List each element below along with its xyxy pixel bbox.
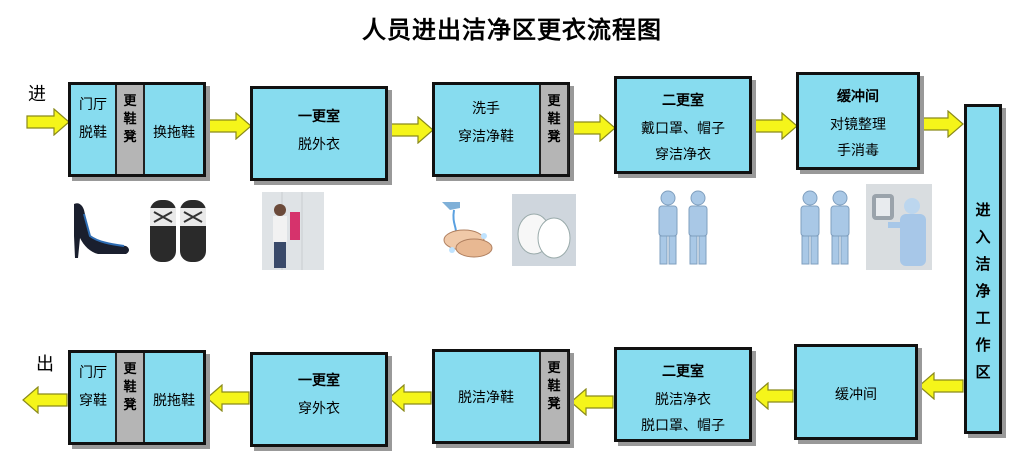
remove-mask-cap-label: 脱口罩、帽子: [641, 418, 725, 434]
hand-sanitizer-icon: [866, 184, 932, 270]
first-change-room-title: 一更室: [298, 109, 340, 125]
cleanroom-suit-icon: [790, 186, 862, 268]
wear-shoes-label: 穿鞋: [79, 393, 107, 409]
person-undressing-icon: [262, 192, 324, 270]
arrow-left-icon: [570, 388, 614, 416]
lobby-exit-box: 门厅 穿鞋 更 鞋 凳 脱拖鞋: [68, 350, 206, 445]
buffer-room-exit-title: 缓冲间: [835, 387, 877, 403]
first-change-room-exit-title: 一更室: [298, 373, 340, 389]
shoe-bench: 更 鞋 凳: [115, 353, 145, 442]
second-change-room-exit-title: 二更室: [662, 364, 704, 380]
wear-mask-cap-label: 戴口罩、帽子: [641, 121, 725, 137]
arrow-left-icon: [752, 382, 794, 410]
arrow-right-icon: [208, 112, 252, 140]
arrow-right-icon: [754, 112, 798, 140]
enter-label: 进: [28, 84, 46, 105]
buffer-room-title: 缓冲间: [837, 89, 879, 105]
diagram-title: 人员进出洁净区更衣流程图: [362, 15, 662, 44]
hand-disinfect-label: 手消毒: [837, 143, 879, 159]
arrow-right-icon: [390, 116, 434, 144]
shoe-bench: 更 鞋 凳: [115, 85, 145, 174]
second-change-room-box: 二更室 戴口罩、帽子 穿洁净衣: [614, 76, 752, 174]
change-slippers-label: 换拖鞋: [153, 125, 195, 141]
handwash-icon: [434, 196, 500, 266]
cleanroom-suit-icon: [648, 186, 720, 268]
shoe-bench-label: 更 鞋 凳: [547, 94, 561, 145]
buffer-room-exit-box: 缓冲间: [794, 344, 918, 440]
wear-clean-shoes-label: 穿洁净鞋: [458, 129, 514, 145]
arrow-right-icon: [572, 114, 616, 142]
mirror-check-label: 对镜整理: [830, 117, 886, 133]
arrow-left-icon: [388, 384, 432, 412]
shoe-bench-label: 更 鞋 凳: [123, 362, 137, 413]
remove-clean-suit-label: 脱洁净衣: [655, 392, 711, 408]
clean-work-area-label: 进 入 洁 净 工 作 区: [975, 201, 991, 381]
high-heel-shoe-icon: [74, 203, 129, 258]
wash-hands-label: 洗手: [472, 101, 500, 117]
shoe-bench: 更 鞋 凳: [539, 85, 569, 174]
remove-clean-shoes-label: 脱洁净鞋: [458, 390, 514, 406]
remove-shoes-label: 脱鞋: [79, 125, 107, 141]
clean-shoe-icon: [512, 194, 576, 266]
remove-slippers-label: 脱拖鞋: [153, 393, 195, 409]
arrow-left-icon: [206, 384, 250, 412]
exit-label: 出: [36, 354, 54, 375]
shoe-bench: 更 鞋 凳: [539, 352, 569, 441]
second-change-room-exit-box: 二更室 脱洁净衣 脱口罩、帽子: [614, 347, 752, 442]
buffer-room-box: 缓冲间 对镜整理 手消毒: [796, 72, 920, 170]
first-change-room-box: 一更室 脱外衣: [250, 86, 388, 181]
arrow-right-icon: [920, 110, 964, 138]
first-change-room-exit-box: 一更室 穿外衣: [250, 352, 388, 447]
arrow-left-icon: [918, 372, 964, 400]
wash-hands-box: 洗手 穿洁净鞋 更 鞋 凳: [432, 82, 570, 177]
wear-outerwear-label: 穿外衣: [298, 401, 340, 417]
wear-clean-suit-label: 穿洁净衣: [655, 147, 711, 163]
shoe-bench-label: 更 鞋 凳: [123, 94, 137, 145]
lobby-label: 门厅: [79, 97, 107, 113]
shoe-bench-label: 更 鞋 凳: [547, 361, 561, 412]
slipper-icon: [150, 200, 206, 262]
second-change-room-title: 二更室: [662, 93, 704, 109]
lobby-entry-box: 门厅 脱鞋 更 鞋 凳 换拖鞋: [68, 82, 206, 177]
arrow-right-icon: [26, 108, 70, 136]
remove-clean-shoes-box: 脱洁净鞋 更 鞋 凳: [432, 349, 570, 444]
remove-outerwear-label: 脱外衣: [298, 137, 340, 153]
arrow-left-icon: [22, 386, 68, 414]
clean-work-area-box: 进 入 洁 净 工 作 区: [964, 104, 1002, 434]
lobby-exit-label: 门厅: [79, 365, 107, 381]
